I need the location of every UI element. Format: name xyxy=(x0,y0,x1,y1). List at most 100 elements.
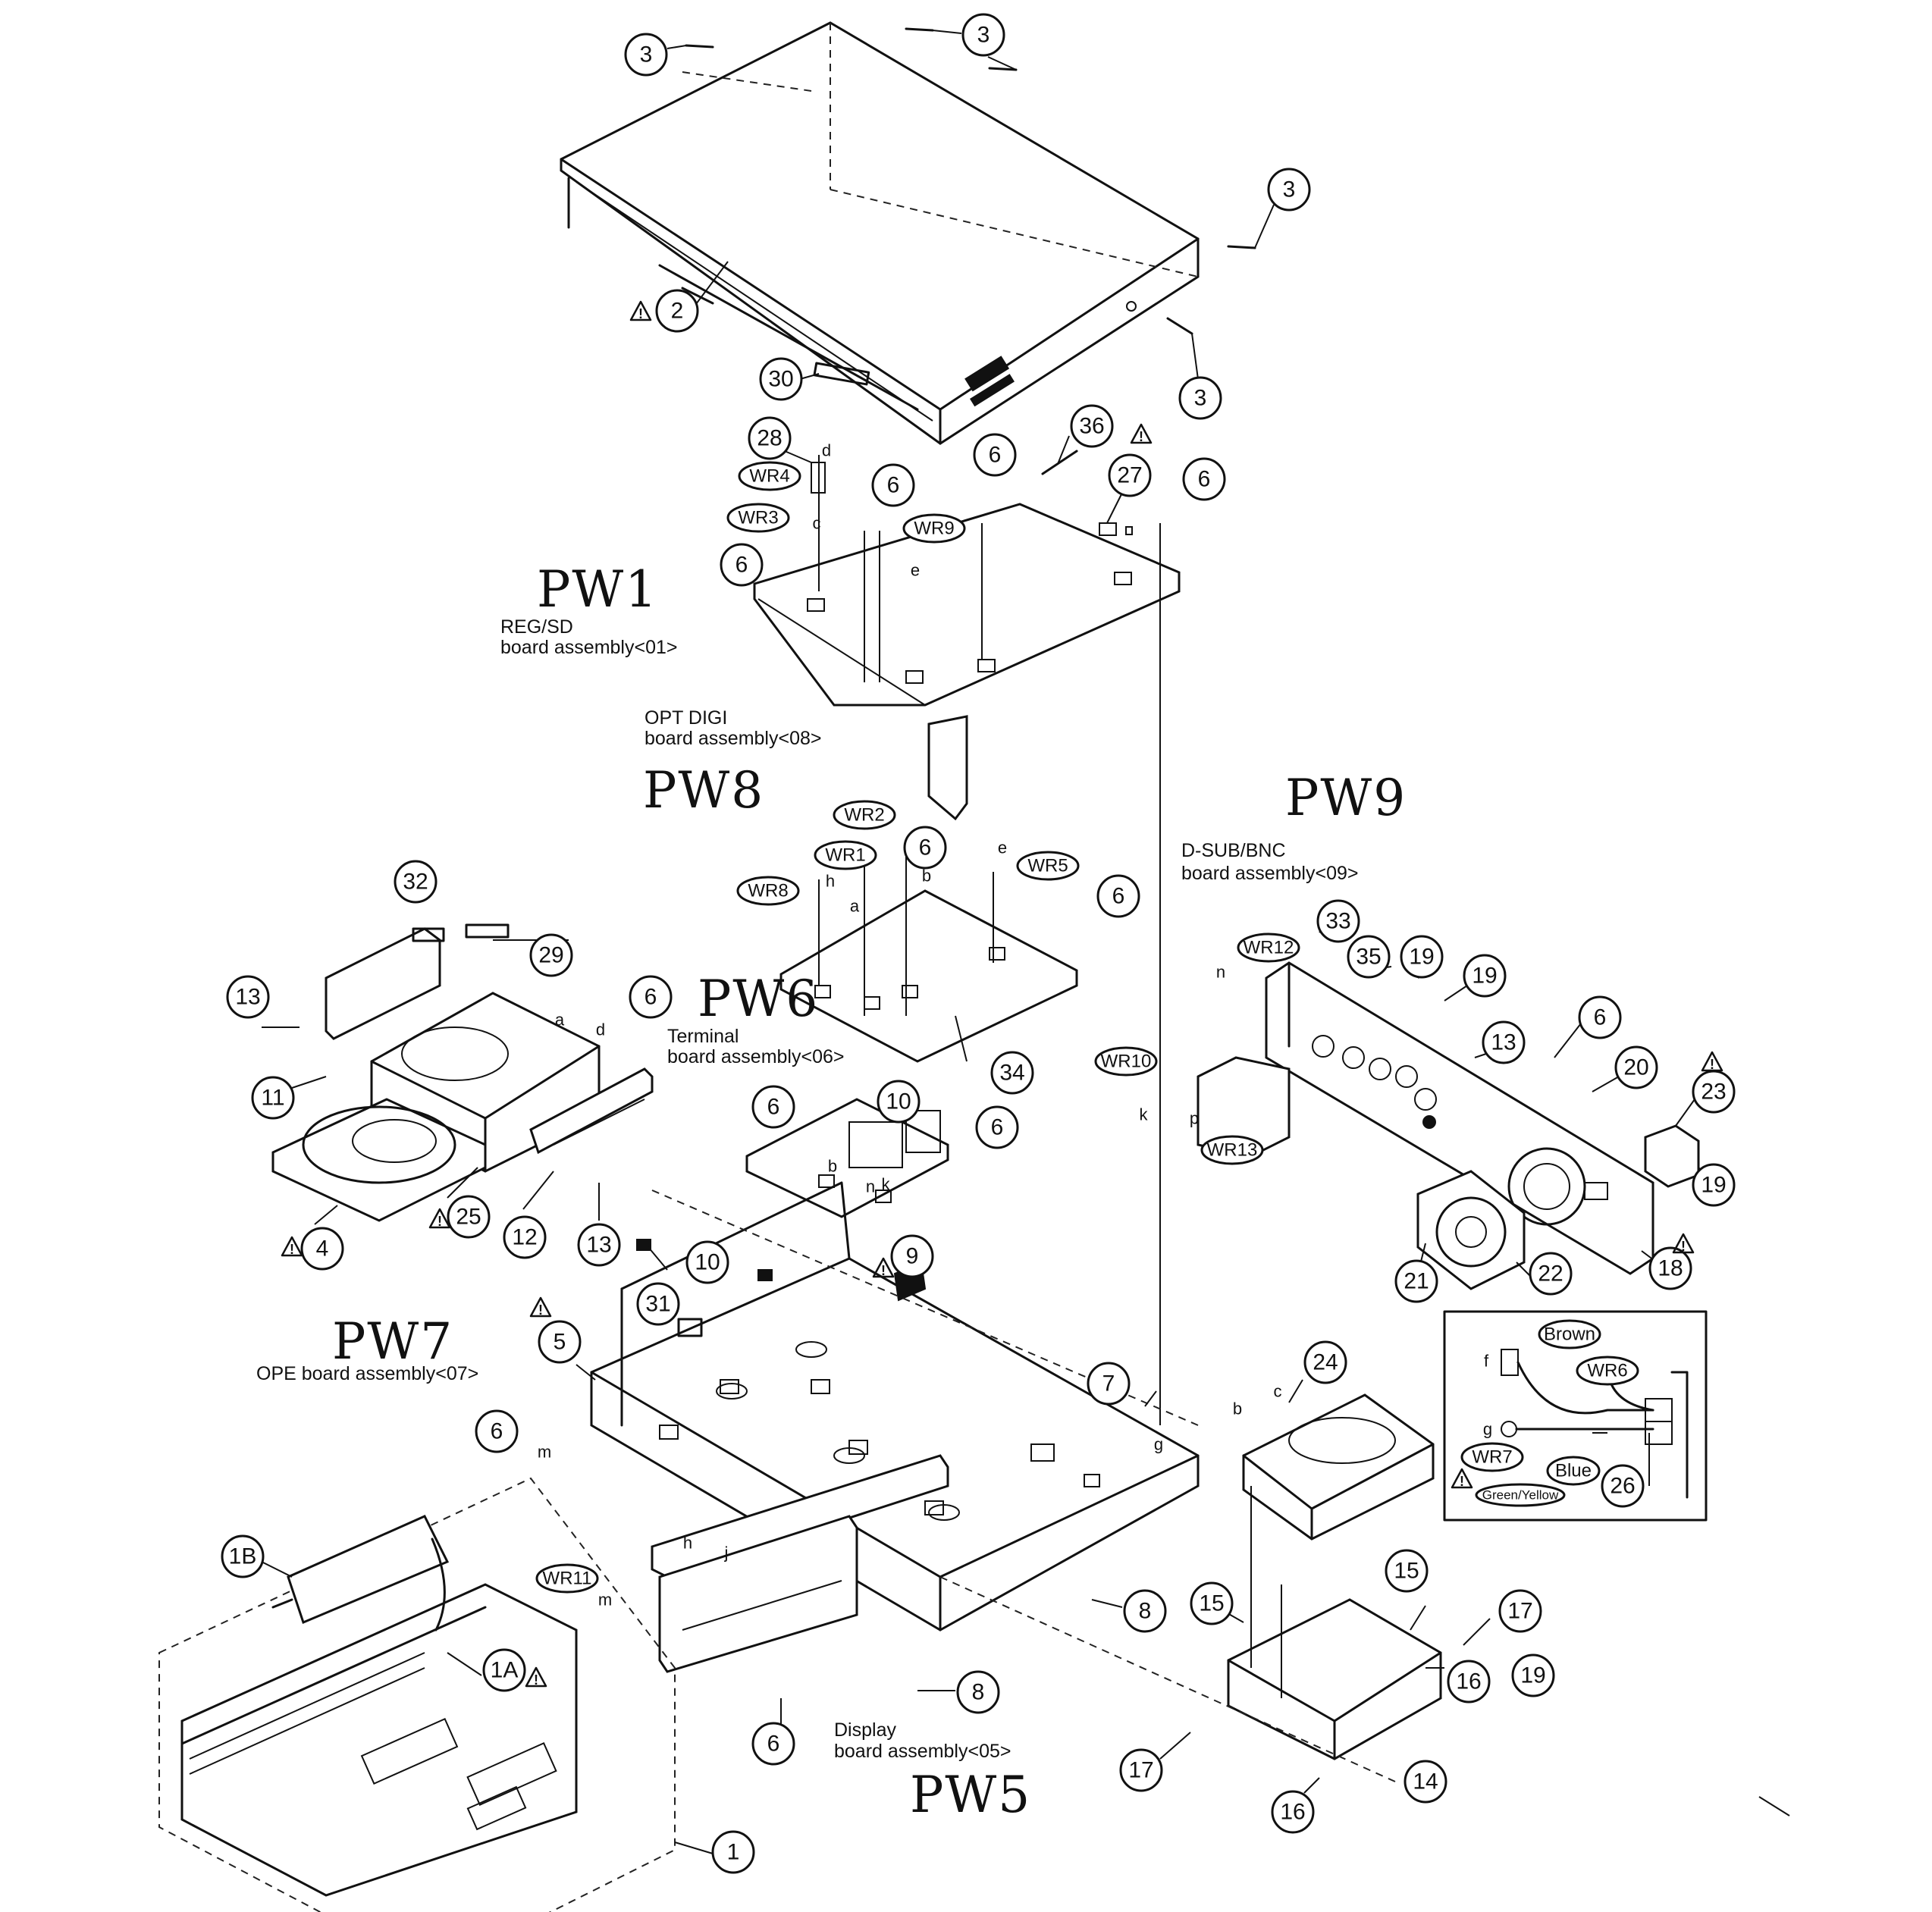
callout-10-b: 10 xyxy=(685,1240,729,1284)
letter-b-1: b xyxy=(922,867,931,885)
callout-6-i: 6 xyxy=(975,1105,1019,1149)
svg-text:!: ! xyxy=(534,1672,538,1688)
svg-text:11: 11 xyxy=(261,1086,284,1111)
svg-text:13: 13 xyxy=(1491,1030,1516,1055)
svg-text:10: 10 xyxy=(886,1089,911,1114)
svg-text:32: 32 xyxy=(403,870,428,895)
callout-17-b: 17 xyxy=(1119,1748,1163,1792)
callout-19-b: 19 xyxy=(1400,935,1444,979)
svg-text:15: 15 xyxy=(1394,1559,1419,1584)
callout-6-e: 6 xyxy=(903,826,947,870)
letter-m-1: m xyxy=(538,1443,551,1462)
letter-d-2: d xyxy=(596,1020,605,1039)
pw8-board xyxy=(927,715,968,821)
svg-text:24: 24 xyxy=(1313,1350,1338,1375)
svg-text:Blue: Blue xyxy=(1555,1461,1592,1481)
callout-30: 30 xyxy=(759,357,803,401)
wire-WR7: WR7 xyxy=(1460,1442,1524,1472)
board-desc-pw5-line2: board assembly<05> xyxy=(834,1741,1011,1762)
callout-8-b: 8 xyxy=(956,1670,1000,1714)
warning-icon: ! xyxy=(1672,1233,1695,1254)
warning-icon: ! xyxy=(1130,423,1153,444)
letter-h-2: h xyxy=(683,1534,692,1553)
board-desc-pw8-line1: OPT DIGI xyxy=(645,707,727,729)
callout-23: 23 xyxy=(1692,1070,1736,1114)
svg-text:8: 8 xyxy=(1139,1599,1152,1624)
warning-icon: ! xyxy=(525,1666,547,1688)
svg-text:1: 1 xyxy=(727,1840,740,1865)
callout-5: 5 xyxy=(538,1320,582,1364)
wire-WR12: WR12 xyxy=(1237,932,1300,963)
svg-text:6: 6 xyxy=(887,473,900,498)
svg-text:6: 6 xyxy=(1112,884,1125,909)
callout-3-c: 3 xyxy=(1267,168,1311,212)
wire-WR2: WR2 xyxy=(833,800,896,830)
svg-text:Green/Yellow: Green/Yellow xyxy=(1482,1488,1559,1503)
board-desc-pw1-line2: board assembly<01> xyxy=(500,637,677,658)
callout-1B: 1B xyxy=(221,1534,265,1578)
warning-icon: ! xyxy=(629,300,652,321)
wire-WR4: WR4 xyxy=(738,461,801,491)
wiring-inset xyxy=(1443,1310,1708,1522)
svg-text:WR3: WR3 xyxy=(738,508,778,528)
letter-n-2: n xyxy=(866,1177,875,1196)
callout-27: 27 xyxy=(1108,453,1152,497)
wire-WR8: WR8 xyxy=(736,876,800,906)
board-code-pw7: PW7 xyxy=(332,1312,453,1371)
svg-text:WR6: WR6 xyxy=(1587,1361,1627,1381)
callout-15-a: 15 xyxy=(1190,1581,1234,1625)
callout-18: 18 xyxy=(1648,1246,1692,1290)
callout-1: 1 xyxy=(711,1830,755,1874)
svg-text:14: 14 xyxy=(1413,1769,1438,1794)
letter-k-2: k xyxy=(882,1175,891,1194)
callout-6-l: 6 xyxy=(1578,995,1622,1039)
letter-p-1: p xyxy=(1190,1109,1199,1128)
callout-19-d: 19 xyxy=(1692,1163,1736,1207)
disc-drive xyxy=(271,927,654,1222)
svg-text:27: 27 xyxy=(1117,463,1142,488)
callout-6-j: 6 xyxy=(475,1409,519,1453)
callout-20: 20 xyxy=(1614,1045,1658,1089)
wire-color-green-yellow: Green/Yellow xyxy=(1475,1483,1566,1507)
callout-2: 2 xyxy=(655,289,699,333)
warning-icon: ! xyxy=(872,1257,895,1278)
svg-text:!: ! xyxy=(1710,1057,1714,1072)
svg-text:21: 21 xyxy=(1404,1269,1429,1294)
board-desc-pw9-line1: D-SUB/BNC xyxy=(1181,840,1286,861)
letter-a-2: a xyxy=(555,1011,565,1030)
part-10-left xyxy=(636,1239,651,1251)
svg-text:33: 33 xyxy=(1325,909,1350,934)
svg-text:Brown: Brown xyxy=(1544,1324,1595,1345)
wire-WR3: WR3 xyxy=(726,503,790,533)
svg-text:7: 7 xyxy=(1102,1371,1115,1396)
pw6-board xyxy=(745,1098,949,1218)
svg-text:6: 6 xyxy=(1594,1005,1607,1030)
svg-text:20: 20 xyxy=(1623,1055,1648,1080)
svg-text:13: 13 xyxy=(235,985,260,1010)
callout-16-a: 16 xyxy=(1447,1660,1491,1704)
svg-text:19: 19 xyxy=(1472,964,1497,989)
letter-b-3: b xyxy=(1233,1400,1242,1418)
svg-text:26: 26 xyxy=(1610,1474,1635,1499)
svg-text:30: 30 xyxy=(768,367,793,392)
letter-b-2: b xyxy=(828,1157,837,1176)
hdd xyxy=(1242,1393,1435,1541)
callout-25: 25 xyxy=(447,1195,491,1239)
svg-text:18: 18 xyxy=(1658,1256,1683,1281)
letter-e-2: e xyxy=(998,838,1007,857)
wire-callouts: WR4 WR3 WR9 WR2 WR1 WR5 WR8 WR12 WR10 WR… xyxy=(535,461,1639,1594)
letter-k-1: k xyxy=(1140,1105,1149,1124)
board-desc-pw1-line1: REG/SD xyxy=(500,616,573,638)
rear-panel xyxy=(1197,961,1654,1275)
callout-35: 35 xyxy=(1347,935,1391,979)
pw34-board xyxy=(779,857,1078,1063)
svg-text:WR8: WR8 xyxy=(748,881,788,901)
callout-14: 14 xyxy=(1404,1760,1447,1804)
callout-6-d: 6 xyxy=(720,543,764,587)
pw5-display-board xyxy=(651,1454,949,1673)
board-code-pw5: PW5 xyxy=(910,1766,1031,1824)
letter-c-1: c xyxy=(813,514,821,533)
board-labels: PW1 REG/SD board assembly<01> OPT DIGI b… xyxy=(256,560,1405,1824)
part-callouts: 3 3 3 3 3 2 30 28 36 27 6 6 6 6 6 6 32 2… xyxy=(221,13,1736,1874)
